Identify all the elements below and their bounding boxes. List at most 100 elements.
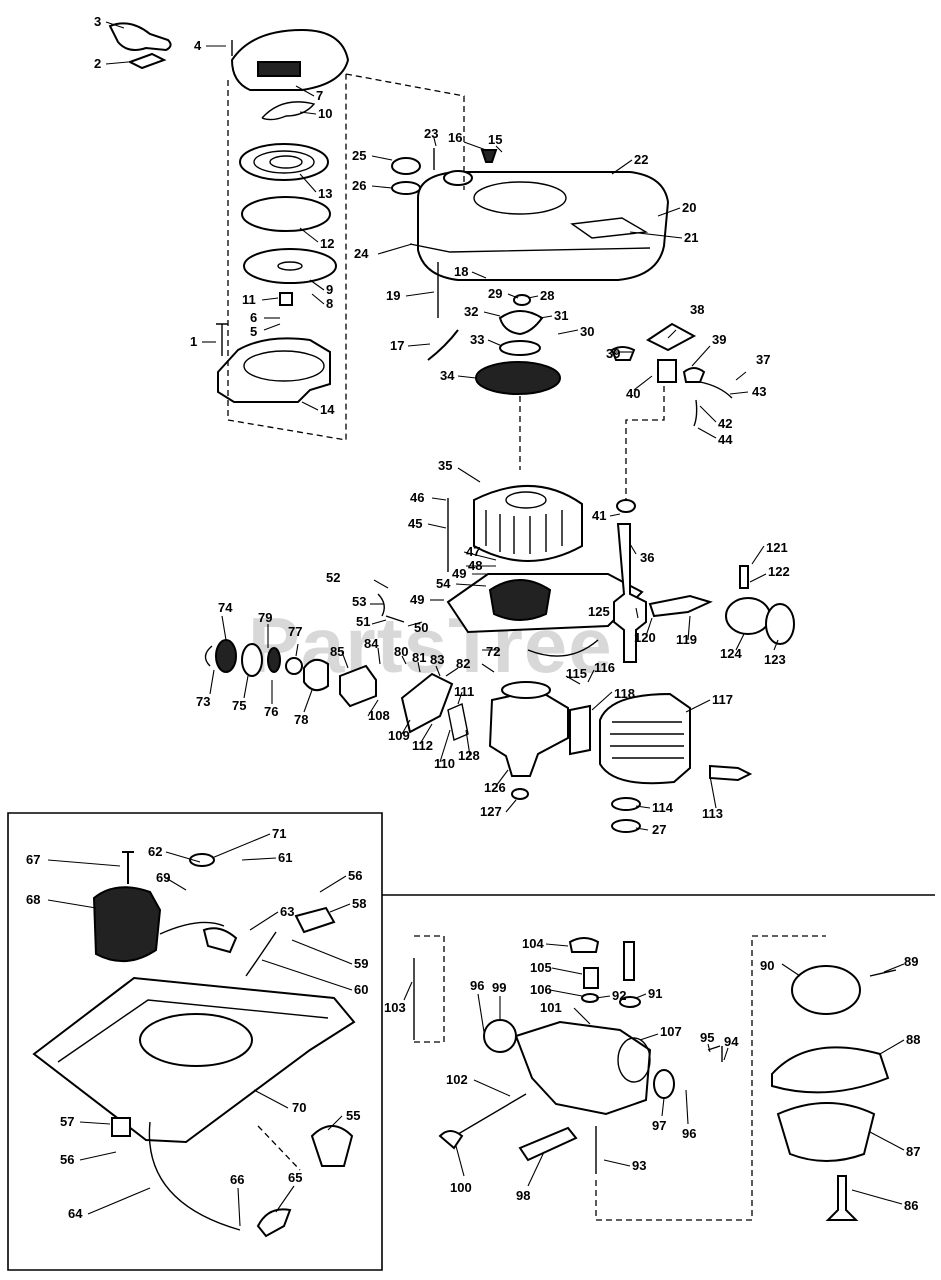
- recoil-spring-inner: [253, 150, 315, 174]
- piston-rings: [765, 603, 795, 645]
- callout-35: 35: [438, 458, 452, 473]
- shroud-panel: [570, 217, 649, 239]
- condenser: [657, 359, 677, 383]
- callout-93: 93: [632, 1158, 646, 1173]
- callout-97: 97: [652, 1118, 666, 1133]
- spring-washer: [581, 993, 599, 1003]
- flywheel-fins: [485, 510, 563, 554]
- carb-bottom-bracket: [595, 935, 826, 1221]
- callout-42: 42: [718, 416, 732, 431]
- callout-32: 32: [464, 304, 478, 319]
- callout-103: 103: [384, 1000, 406, 1015]
- callout-15: 15: [488, 132, 502, 147]
- callout-65: 65: [288, 1170, 302, 1185]
- callout-101: 101: [540, 1000, 562, 1015]
- callout-88: 88: [906, 1032, 920, 1047]
- callout-33: 33: [470, 332, 484, 347]
- callout-53: 53: [352, 594, 366, 609]
- callout-70: 70: [292, 1100, 306, 1115]
- flywheel-hub: [505, 491, 547, 509]
- callout-125: 125: [588, 604, 610, 619]
- intake-group: [204, 593, 469, 741]
- callout-23: 23: [424, 126, 438, 141]
- choke-lever: [518, 1126, 578, 1162]
- tank-alignment-line: [345, 73, 465, 190]
- base-plate-rim: [57, 999, 329, 1063]
- callout-28: 28: [540, 288, 554, 303]
- callout-labels: 3 2 4 7 10 13 12 9 8 11 6 5 1 14 25 26 2…: [26, 14, 920, 1221]
- callout-56b: 56: [60, 1152, 74, 1167]
- callout-54: 54: [436, 576, 451, 591]
- leader-lines: [47, 21, 905, 1227]
- callout-69: 69: [156, 870, 170, 885]
- exhaust-gasket-a: [611, 797, 641, 811]
- callout-10: 10: [318, 106, 332, 121]
- ignition-alignment-line: [257, 1125, 301, 1171]
- fuel-fitting: [480, 149, 498, 163]
- callout-17: 17: [390, 338, 404, 353]
- callout-39a: 39: [606, 346, 620, 361]
- callout-49b: 49: [410, 592, 424, 607]
- points-bracket: [646, 322, 697, 352]
- packing-nut: [619, 996, 641, 1008]
- callout-39b: 39: [712, 332, 726, 347]
- callout-76: 76: [264, 704, 278, 719]
- callout-5: 5: [250, 324, 257, 339]
- callout-71: 71: [272, 826, 286, 841]
- callout-119: 119: [676, 632, 697, 647]
- callout-75: 75: [232, 698, 246, 713]
- callout-102: 102: [446, 1072, 468, 1087]
- air-filter-element: [215, 639, 237, 673]
- ground-clip: [111, 1117, 131, 1137]
- fuel-tank-shroud: [417, 171, 670, 281]
- callout-115: 115: [566, 666, 587, 681]
- points-spring: [682, 367, 706, 383]
- fuel-cap: [391, 157, 421, 175]
- callout-78: 78: [294, 712, 308, 727]
- callout-89: 89: [904, 954, 918, 969]
- throttle-lever: [438, 1130, 464, 1150]
- throttle-plate: [483, 1019, 517, 1053]
- callout-79: 79: [258, 610, 272, 625]
- carburetor-housing: [514, 1020, 652, 1116]
- callout-113: 113: [702, 806, 723, 821]
- reed-valve-gasket: [447, 703, 469, 741]
- callout-3: 3: [94, 14, 101, 29]
- callout-73: 73: [196, 694, 210, 709]
- callout-21: 21: [684, 230, 698, 245]
- carb-bore: [617, 1037, 651, 1083]
- breaker-points: [202, 927, 238, 954]
- callout-11: 11: [242, 292, 256, 307]
- callout-45: 45: [408, 516, 422, 531]
- callout-57: 57: [60, 1114, 74, 1129]
- callout-1: 1: [190, 334, 197, 349]
- fuel-filler-neck: [443, 170, 473, 186]
- carburetor-inset-group: [413, 935, 897, 1221]
- coil-retainer: [189, 853, 215, 867]
- reed-gasket: [501, 681, 551, 699]
- carb-needle-bracket: [414, 935, 445, 1043]
- callout-62: 62: [148, 844, 162, 859]
- reed-block: [400, 672, 454, 734]
- callout-96a: 96: [470, 978, 484, 993]
- callout-124: 124: [720, 646, 742, 661]
- callout-19: 19: [386, 288, 400, 303]
- high-tension-lead: [148, 1121, 241, 1231]
- shroud-trim: [409, 243, 651, 253]
- pulley-disc: [243, 248, 337, 284]
- callout-38: 38: [690, 302, 704, 317]
- callout-55: 55: [346, 1108, 360, 1123]
- callout-30: 30: [580, 324, 594, 339]
- callout-120: 120: [634, 630, 656, 645]
- handle-insert: [127, 52, 167, 70]
- callout-91: 91: [648, 986, 662, 1001]
- starter-housing: [217, 337, 331, 403]
- starter-housing-opening: [243, 350, 325, 382]
- adjust-screw: [707, 1045, 723, 1062]
- crankshaft: [613, 523, 647, 663]
- callout-13: 13: [318, 186, 332, 201]
- carb-gasket: [653, 1069, 675, 1099]
- callout-104: 104: [522, 936, 544, 951]
- callout-37: 37: [756, 352, 770, 367]
